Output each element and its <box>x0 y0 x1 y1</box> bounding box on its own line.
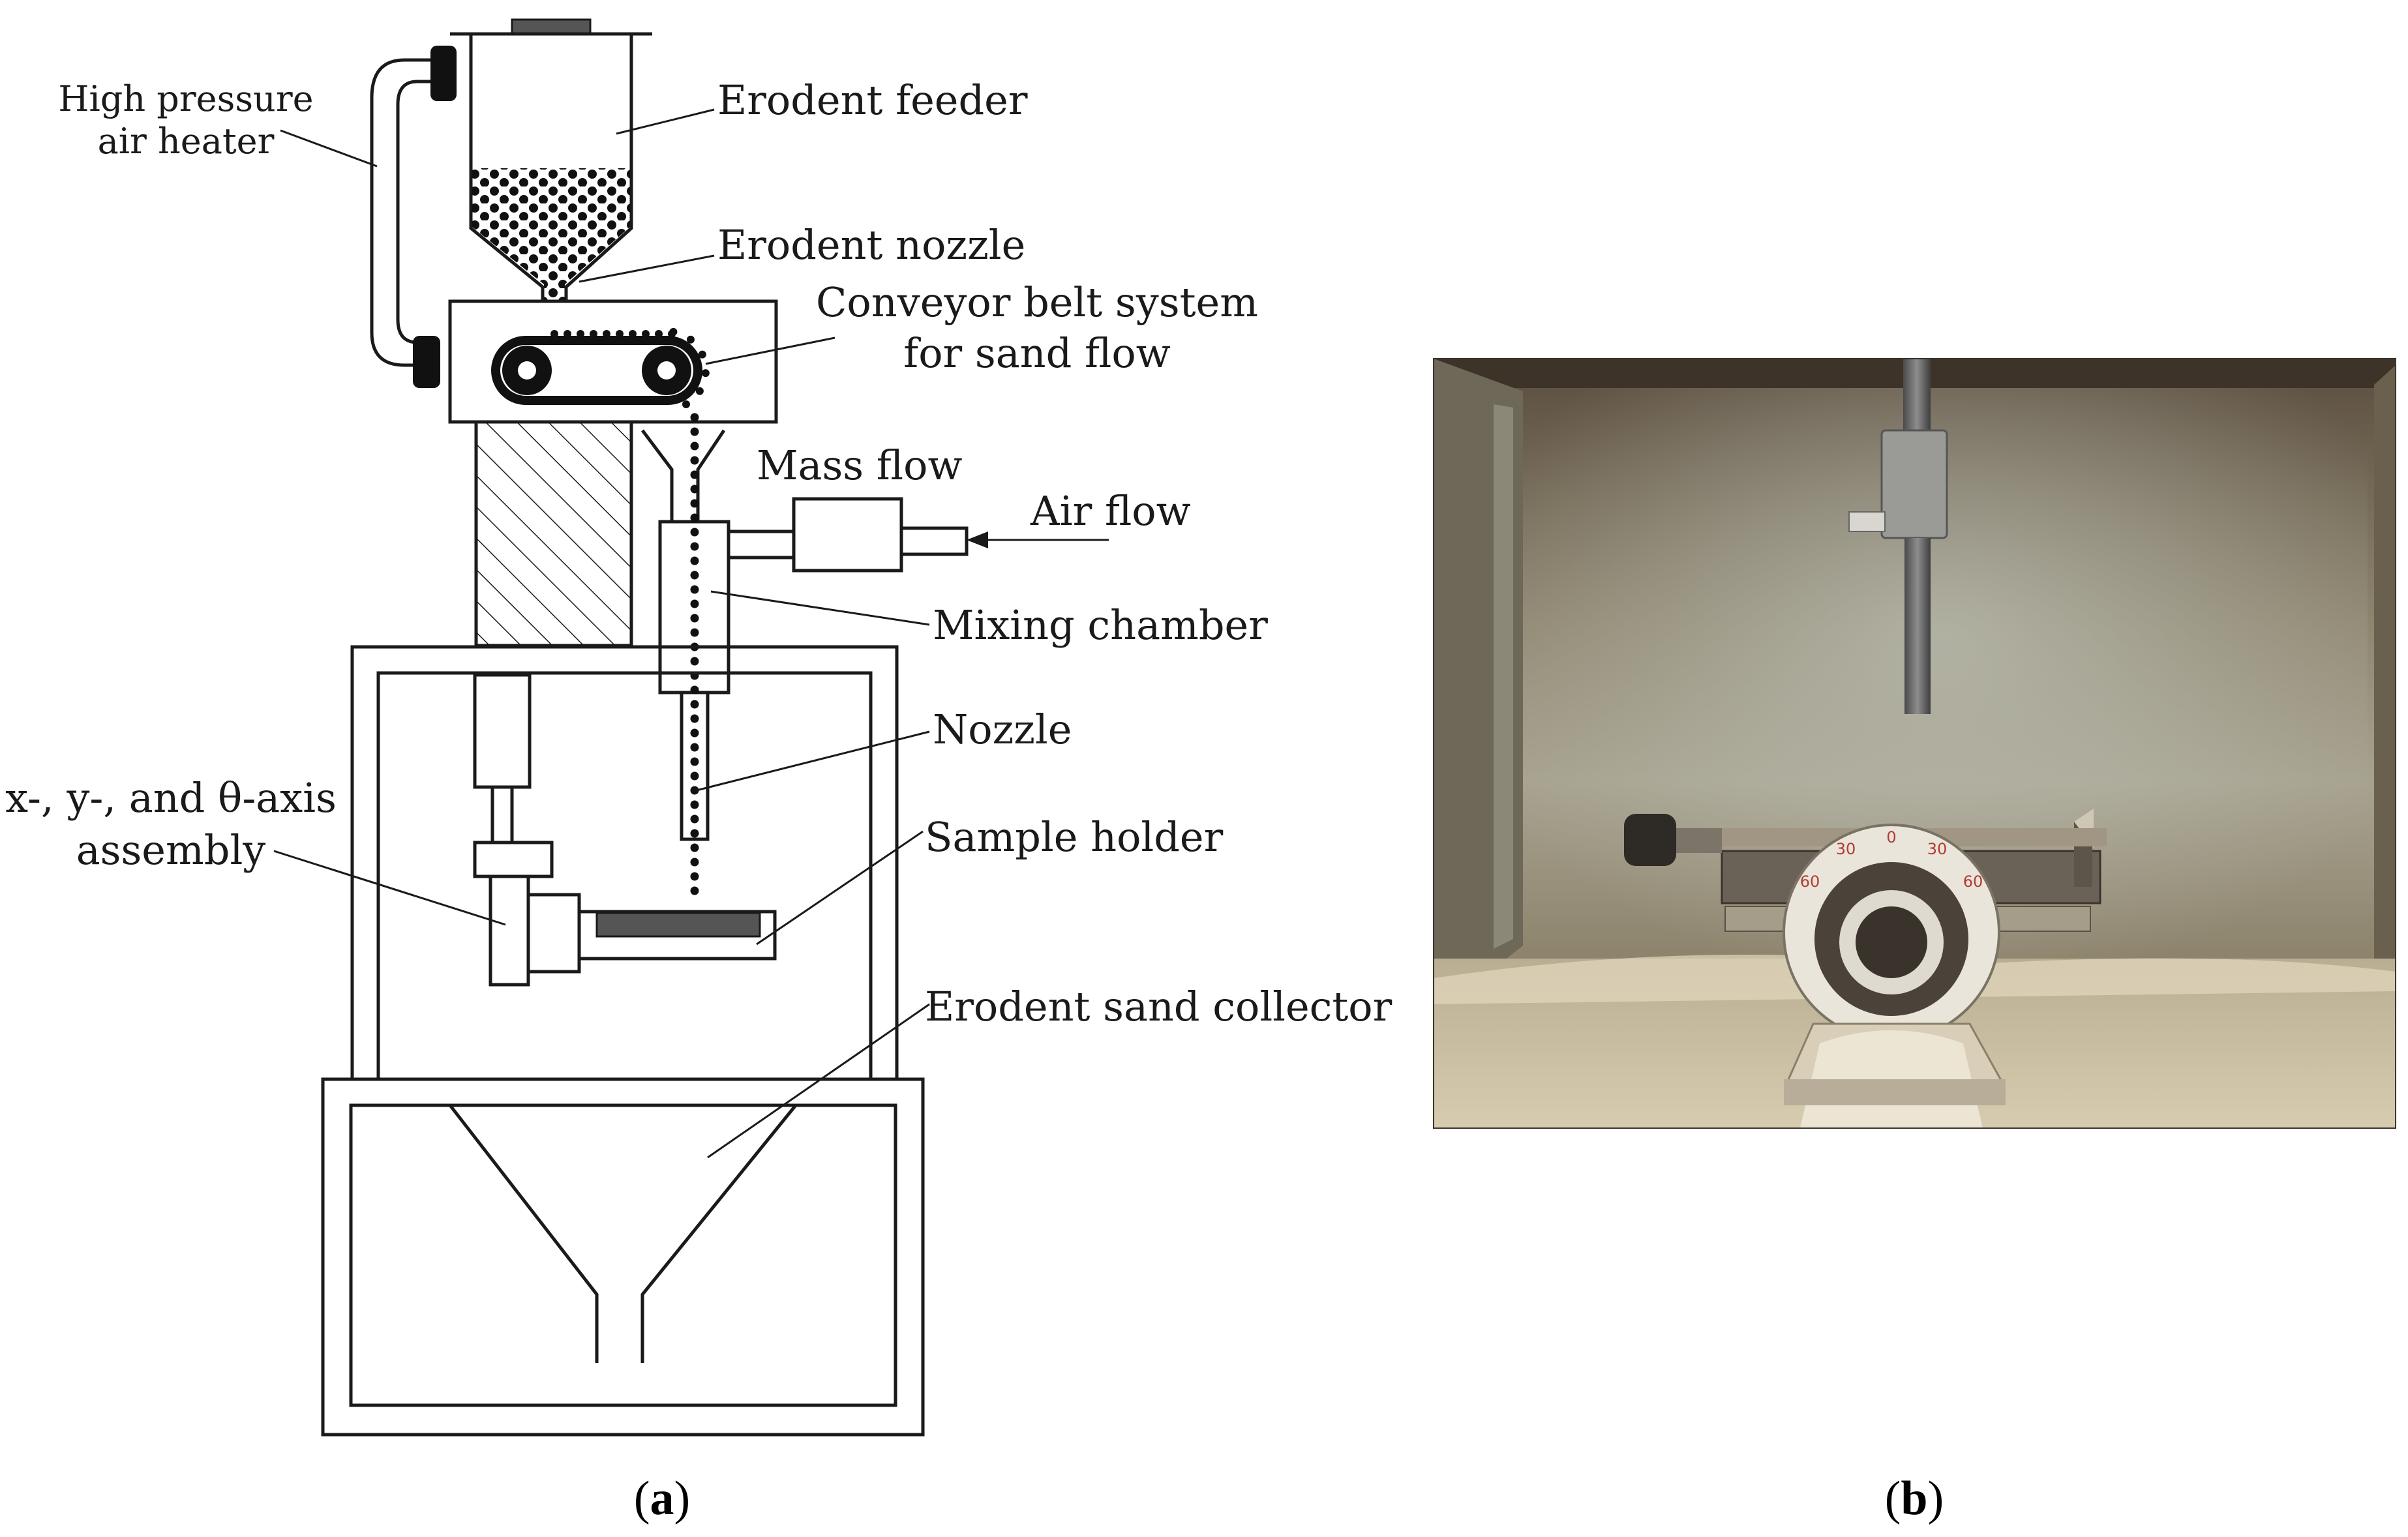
schematic-diagram: High pressure air heater Erodent feeder … <box>5 18 1392 1525</box>
dial-mark: 30 <box>1836 840 1856 858</box>
sand-particle <box>690 757 699 766</box>
sand-particle <box>690 571 699 580</box>
support-column <box>474 420 633 648</box>
sand-particle <box>577 330 584 338</box>
mixing-assembly <box>641 413 730 895</box>
air-heater-loop <box>370 46 457 388</box>
leader-lines <box>273 108 930 1159</box>
sand-particle <box>590 330 597 338</box>
sand-particle <box>690 499 699 508</box>
apparatus-photo: 60 30 0 30 60 (b) <box>1433 358 2396 1525</box>
label-erodent-feeder: Erodent feeder <box>717 76 1028 124</box>
sand-particle <box>655 330 663 338</box>
label-erodent-nozzle: Erodent nozzle <box>717 221 1025 269</box>
label-mixing-chamber: Mixing chamber <box>933 601 1268 649</box>
caption-b-close: ) <box>1928 1472 1944 1525</box>
sand-particle <box>690 542 699 551</box>
sand-particle <box>690 599 699 608</box>
label-mass-flow: Mass flow <box>757 441 963 489</box>
label-sample-holder: Sample holder <box>925 813 1224 861</box>
sand-particle <box>690 413 699 422</box>
caption-a: (a) <box>634 1472 690 1525</box>
dial-mark: 60 <box>1800 873 1820 891</box>
sand-particle <box>564 330 571 338</box>
dial-mark: 0 <box>1886 828 1896 846</box>
sand-particle <box>690 886 699 895</box>
caption-b-letter: b <box>1901 1472 1927 1525</box>
sand-particle <box>682 400 690 408</box>
sand-particle <box>690 858 699 867</box>
label-conveyor-line2: for sand flow <box>903 329 1170 377</box>
erodent-feeder-hopper <box>450 18 652 301</box>
sand-particle <box>695 387 704 395</box>
sand-particle <box>642 330 650 338</box>
label-high-pressure: High pressure <box>58 78 313 119</box>
dial-scale: 60 30 0 30 60 <box>1800 828 1983 891</box>
dial-mark: 60 <box>1963 873 1983 891</box>
caption-a-open: ( <box>634 1472 650 1525</box>
dial-mark: 30 <box>1927 840 1948 858</box>
sand-particle <box>686 335 695 344</box>
main-frame <box>350 645 899 1079</box>
sand-particle <box>690 485 699 494</box>
sand-particle <box>690 628 699 637</box>
sand-particle <box>690 441 699 451</box>
sand-particle <box>698 350 706 359</box>
diagram-labels: High pressure air heater Erodent feeder … <box>5 76 1392 1030</box>
sand-particle <box>690 700 699 709</box>
caption-a-close: ) <box>674 1472 691 1525</box>
sand-particle <box>690 814 699 824</box>
sand-particle <box>690 556 699 565</box>
label-axis-line2: assembly <box>76 826 266 874</box>
sand-particle <box>690 685 699 694</box>
axis-assembly <box>473 673 777 987</box>
sand-particle <box>690 714 699 723</box>
label-sand-collector: Erodent sand collector <box>925 983 1392 1030</box>
label-air-heater: air heater <box>98 121 275 162</box>
sand-particle <box>690 614 699 623</box>
air-flow-line <box>727 497 1109 573</box>
sand-particle <box>690 829 699 838</box>
sand-particle <box>550 330 558 338</box>
sand-particle <box>690 657 699 666</box>
label-nozzle: Nozzle <box>933 706 1072 753</box>
sand-particle <box>690 728 699 738</box>
sand-particle <box>690 872 699 881</box>
caption-b-open: ( <box>1885 1472 1901 1525</box>
sand-particle <box>690 800 699 809</box>
label-conveyor-line1: Conveyor belt system <box>816 278 1258 326</box>
sand-particle <box>690 743 699 752</box>
sand-particle <box>701 369 710 378</box>
sand-particle <box>669 327 678 336</box>
caption-b: (b) <box>1885 1472 1944 1525</box>
sand-particle <box>690 513 699 522</box>
label-air-flow: Air flow <box>1030 487 1191 535</box>
sand-particle <box>603 330 610 338</box>
sand-particle <box>629 330 637 338</box>
belt-particles <box>550 327 710 408</box>
sand-particle <box>690 843 699 852</box>
sand-particle <box>690 427 699 436</box>
erodent-sand-collector <box>321 1077 925 1437</box>
sand-particle <box>616 330 624 338</box>
sand-particle <box>690 786 699 795</box>
conveyor-belt-system <box>448 299 778 424</box>
sand-particle <box>690 771 699 781</box>
sand-particle <box>690 470 699 479</box>
caption-a-letter: a <box>650 1472 674 1525</box>
sand-particle <box>690 528 699 537</box>
sand-particle <box>690 585 699 594</box>
label-axis-line1: x-, y-, and θ-axis <box>5 774 337 822</box>
sand-particle <box>690 456 699 465</box>
sand-stream <box>690 413 699 895</box>
